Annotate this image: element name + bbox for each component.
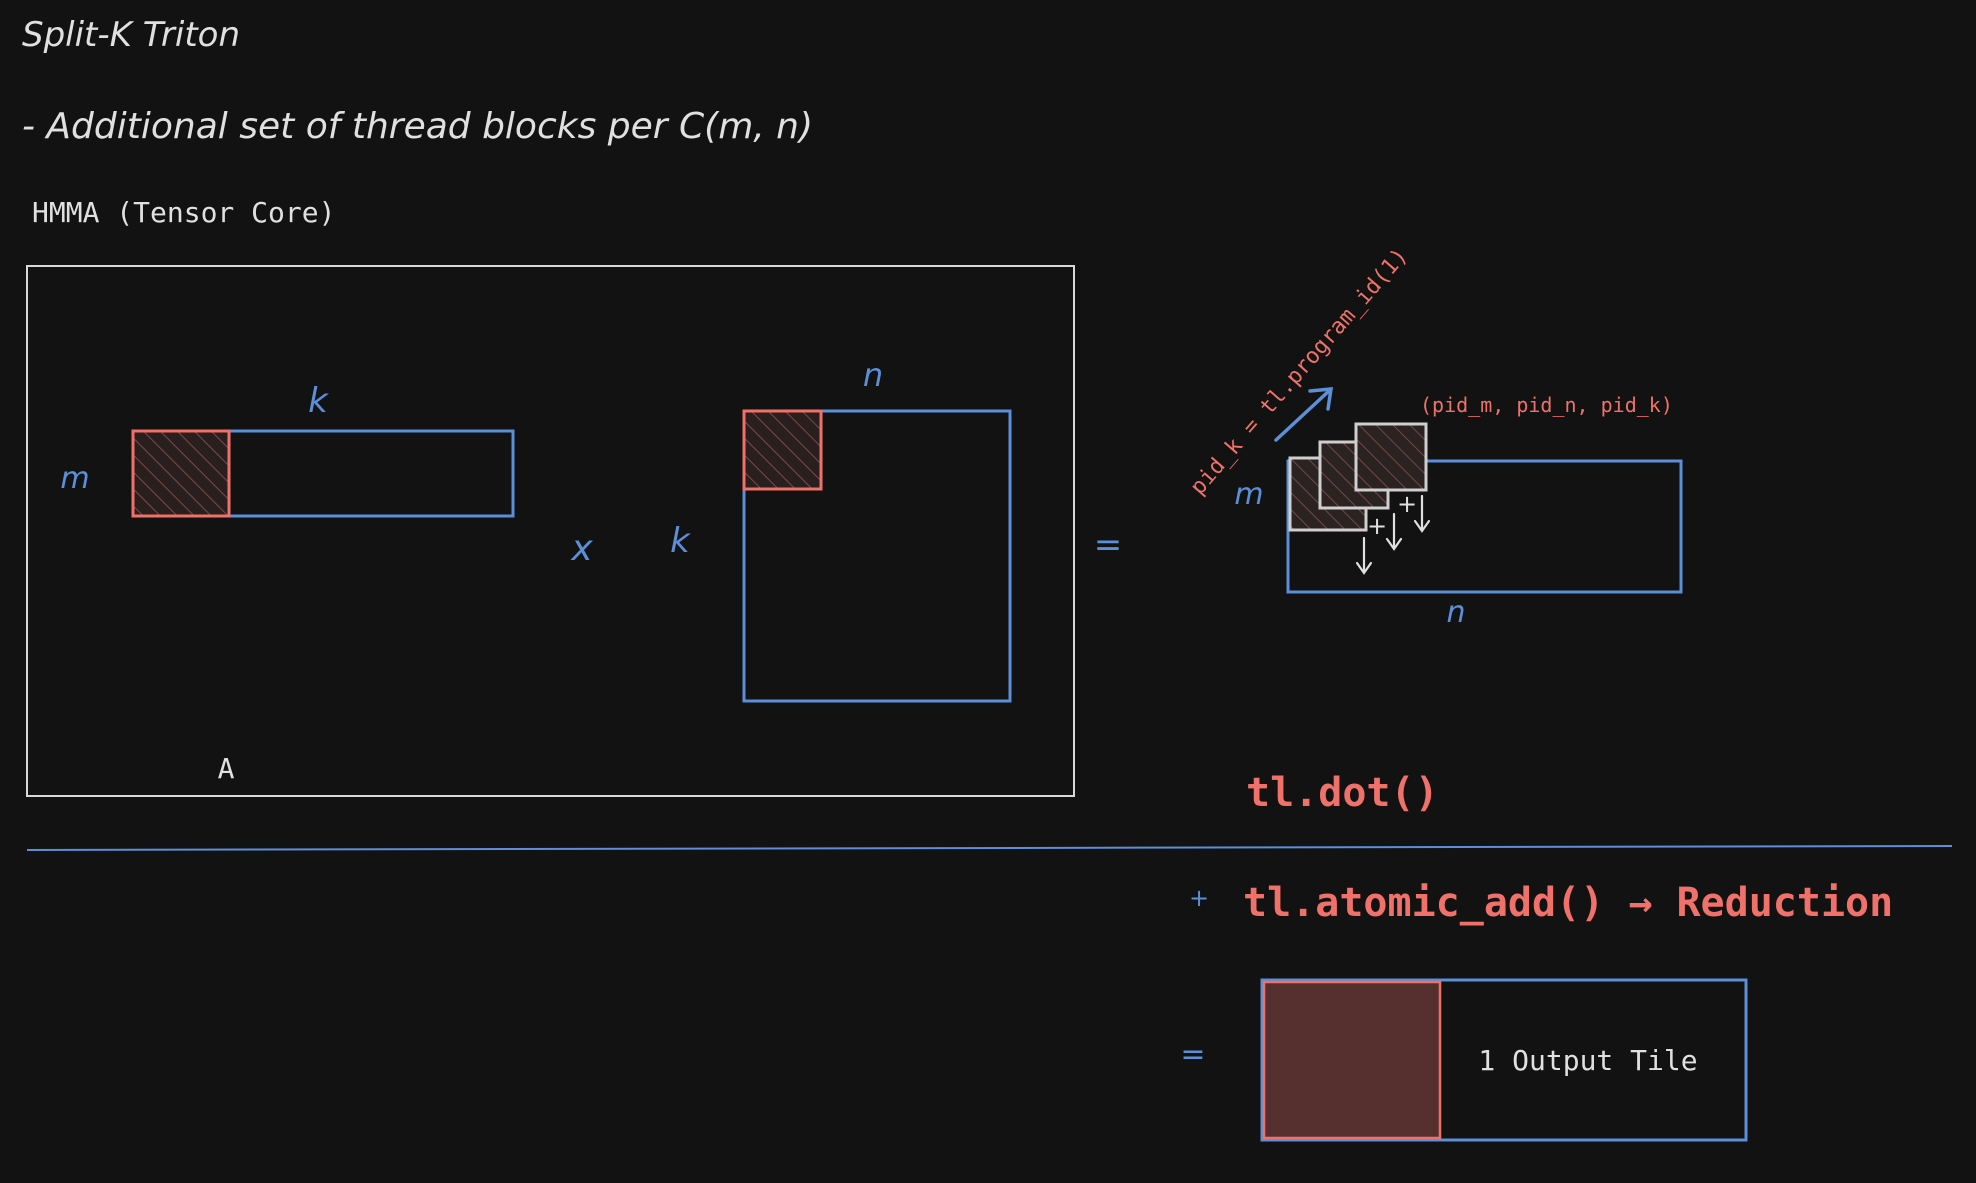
matrix-b bbox=[742, 409, 1012, 703]
matrix-c-n-label: n bbox=[1446, 595, 1465, 630]
section-label: HMMA (Tensor Core) bbox=[32, 196, 335, 229]
matrix-b-n-label: n bbox=[863, 356, 883, 394]
section-divider bbox=[26, 845, 1953, 851]
plus-sign-1: + bbox=[1367, 512, 1387, 540]
pid-tuple-annotation: (pid_m, pid_n, pid_k) bbox=[1420, 393, 1673, 417]
matrix-b-k-label: k bbox=[670, 521, 691, 561]
multiply-operator: x bbox=[570, 528, 593, 569]
matrix-c bbox=[1286, 459, 1683, 594]
tl-dot-label: tl.dot() bbox=[1246, 770, 1439, 816]
split-k-tile-2 bbox=[1354, 422, 1428, 492]
reduction-arrows bbox=[1355, 494, 1431, 575]
atomic-add-label: tl.atomic_add() → Reduction bbox=[1243, 880, 1893, 926]
pid-k-arrow bbox=[1274, 387, 1334, 442]
equals-operator: = bbox=[1094, 525, 1123, 565]
matrix-a-label: A bbox=[218, 752, 235, 785]
plus-operator: + bbox=[1189, 884, 1209, 912]
matrix-a-tile bbox=[131, 429, 231, 518]
matrix-a-m-label: m bbox=[60, 461, 89, 496]
output-tile-block bbox=[1262, 980, 1442, 1140]
output-tile-frame bbox=[1260, 978, 1748, 1142]
matrix-b-tile bbox=[742, 409, 823, 491]
subtitle: - Additional set of thread blocks per C(… bbox=[22, 106, 813, 147]
final-equals-operator: = bbox=[1180, 1037, 1205, 1072]
matrix-a-k-label: k bbox=[308, 381, 329, 421]
matrix-c-m-label: m bbox=[1234, 477, 1263, 512]
output-tile-label: 1 Output Tile bbox=[1478, 1044, 1697, 1077]
page-title: Split-K Triton bbox=[22, 15, 240, 55]
hmma-frame bbox=[26, 265, 1075, 797]
plus-sign-2: + bbox=[1397, 490, 1417, 518]
